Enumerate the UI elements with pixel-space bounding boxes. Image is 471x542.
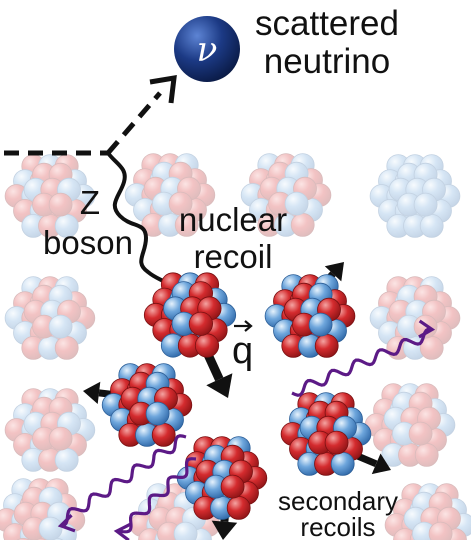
foreground-nuclei	[101, 272, 372, 520]
proton	[151, 422, 176, 447]
secondary-recoil-nucleus	[176, 436, 268, 520]
neutron	[308, 312, 333, 337]
scattered-neutrino-arrowhead	[149, 74, 177, 104]
neutron	[419, 213, 444, 238]
photon-wave	[291, 319, 436, 397]
label-secondary: secondary	[278, 486, 398, 516]
background-nucleus	[369, 154, 461, 238]
neutrino-symbol: ν	[197, 30, 218, 70]
background-nucleus	[369, 276, 461, 360]
proton	[188, 311, 213, 336]
label-recoils: recoils	[300, 512, 376, 542]
proton	[48, 426, 73, 451]
struck-nucleus	[143, 272, 237, 358]
secondary-recoil-nucleus	[280, 392, 372, 476]
neutron	[330, 451, 355, 476]
proton	[194, 333, 220, 358]
secondary-recoil-nucleus	[101, 363, 193, 447]
neutron	[48, 314, 73, 339]
q-vector-overarrow	[234, 320, 253, 332]
background-nucleus	[364, 383, 456, 467]
background-nucleus	[4, 276, 96, 360]
neutron	[413, 192, 438, 217]
label-neutrino: neutrino	[263, 42, 391, 81]
secondary-recoil-nucleus	[264, 274, 356, 358]
background-nucleus	[0, 478, 86, 540]
proton	[428, 521, 453, 540]
proton	[324, 430, 349, 455]
photon-waves	[57, 319, 436, 540]
label-scattered: scattered	[255, 4, 399, 43]
proton	[220, 474, 245, 499]
proton	[414, 442, 439, 467]
label-nuclear: nuclear	[178, 201, 288, 238]
proton	[54, 335, 79, 360]
neutrino-trajectory	[4, 74, 177, 156]
label-recoil: recoil	[193, 238, 273, 275]
neutron	[38, 516, 63, 540]
background-nucleus	[240, 153, 332, 237]
background-nucleus	[124, 153, 216, 237]
neutron	[173, 521, 198, 540]
neutron	[284, 191, 309, 216]
neutron	[54, 213, 79, 238]
neutron	[54, 447, 79, 472]
proton	[226, 495, 251, 520]
background-nucleus	[4, 154, 96, 238]
proton	[290, 212, 315, 237]
background-nucleus	[384, 483, 471, 540]
neutrino-particle: ν	[174, 16, 240, 82]
photon-wave	[113, 457, 197, 540]
proton	[314, 333, 339, 358]
scattered-neutrino-line	[106, 91, 162, 155]
label-z: Z	[79, 184, 101, 221]
z-boson-line	[106, 151, 174, 293]
proton	[174, 212, 199, 237]
proton	[168, 191, 193, 216]
label-q-vector: q	[232, 330, 254, 372]
proton	[408, 421, 433, 446]
label-boson: boson	[43, 224, 133, 261]
proton	[48, 192, 73, 217]
background-nucleus	[4, 388, 96, 472]
photon-wave	[57, 434, 187, 533]
neutron	[145, 401, 170, 426]
